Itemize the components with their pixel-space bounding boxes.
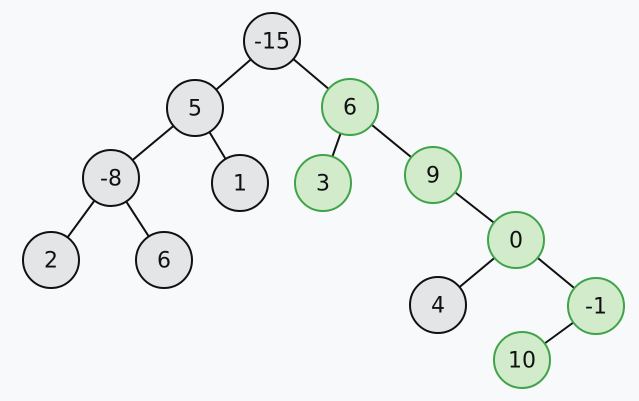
highlighted-node-circle (404, 146, 462, 204)
node-label: 0 (509, 229, 523, 254)
tree-node: 9 (404, 146, 462, 204)
node-label: 10 (508, 349, 536, 374)
node-circle (166, 79, 224, 137)
node-label: 3 (316, 172, 330, 197)
node-circle (409, 276, 467, 334)
highlighted-node-circle (487, 211, 545, 269)
node-circle (135, 231, 193, 289)
node-label: 9 (426, 164, 440, 189)
node-label: 4 (431, 294, 445, 319)
tree-node: 6 (321, 78, 379, 136)
tree-node: 1 (211, 154, 269, 212)
node-circle (211, 154, 269, 212)
node-label: -15 (254, 30, 290, 55)
highlighted-node-circle (567, 277, 625, 335)
node-label: 6 (157, 249, 171, 274)
tree-node: 5 (166, 79, 224, 137)
tree-node: -15 (243, 12, 301, 70)
tree-node: -1 (567, 277, 625, 335)
node-circle (243, 12, 301, 70)
highlighted-node-circle (321, 78, 379, 136)
highlighted-node-circle (294, 154, 352, 212)
tree-node: 4 (409, 276, 467, 334)
tree-node: 10 (493, 331, 551, 389)
node-label: 5 (188, 97, 202, 122)
node-label: 6 (343, 96, 357, 121)
tree-node: 6 (135, 231, 193, 289)
tree-nodes: -15 5 6 -8 1 3 9 2 6 0 4 -1 10 (22, 12, 625, 389)
node-circle (22, 231, 80, 289)
node-label: 2 (44, 249, 58, 274)
tree-node: 3 (294, 154, 352, 212)
node-circle (82, 149, 140, 207)
node-label: -8 (100, 167, 122, 192)
tree-node: 0 (487, 211, 545, 269)
highlighted-node-circle (493, 331, 551, 389)
node-label: -1 (585, 295, 607, 320)
tree-node: 2 (22, 231, 80, 289)
node-label: 1 (233, 172, 247, 197)
tree-node: -8 (82, 149, 140, 207)
